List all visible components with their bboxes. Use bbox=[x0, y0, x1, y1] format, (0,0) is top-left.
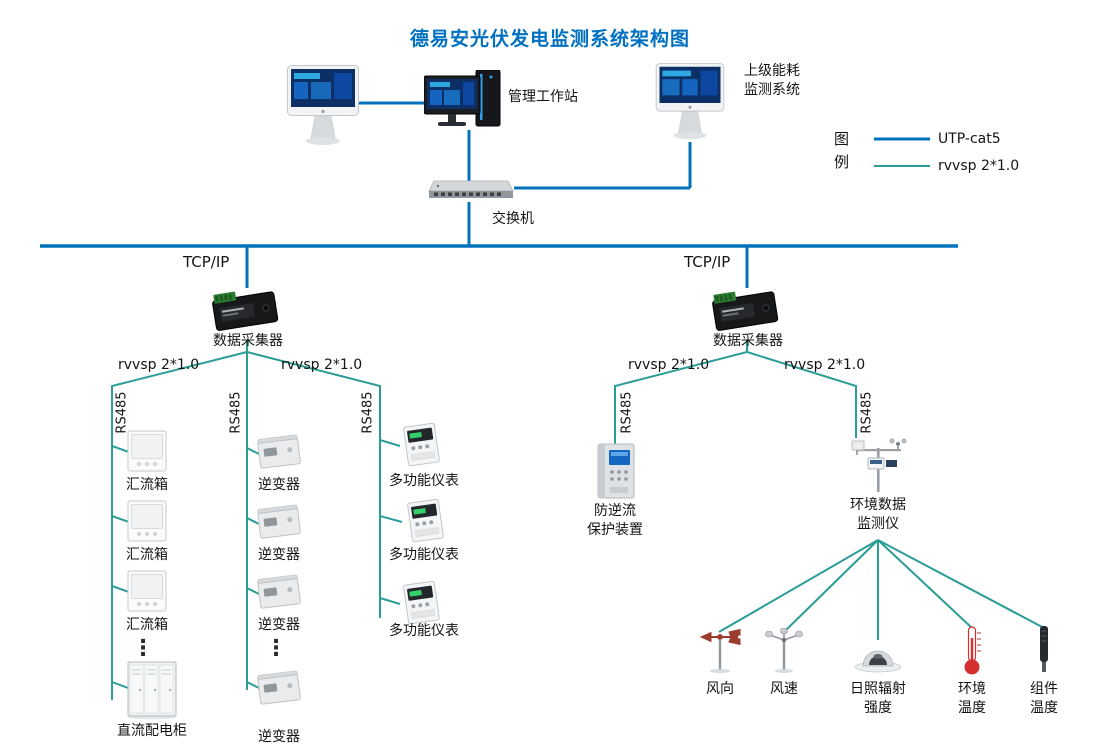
inverter-device-3 bbox=[256, 572, 302, 612]
workstation-label: 管理工作站 bbox=[508, 89, 578, 105]
combiner-box-label-2: 汇流箱 bbox=[126, 547, 168, 563]
solar-radiation-label: 日照辐射 强度 bbox=[850, 681, 906, 716]
anti-backflow-label: 防逆流 保护装置 bbox=[587, 503, 643, 538]
inverter-device-1 bbox=[256, 432, 302, 472]
diagram-title: 德易安光伏发电监测系统架构图 bbox=[409, 28, 690, 50]
upper-system-imac bbox=[654, 62, 726, 144]
switch-device bbox=[426, 178, 514, 202]
wind-speed-label: 风速 bbox=[770, 681, 798, 697]
module-temp-label: 组件 温度 bbox=[1030, 681, 1058, 716]
meter-label-1: 多功能仪表 bbox=[389, 473, 459, 489]
data-collector-left-label: 数据采集器 bbox=[213, 333, 283, 349]
rs485-label-3: RS485 bbox=[360, 391, 376, 434]
rvvsp-label-3: rvvsp 2*1.0 bbox=[628, 357, 710, 373]
combiner-box-label-3: 汇流箱 bbox=[126, 617, 168, 633]
ambient-temp-label: 环境 温度 bbox=[958, 681, 986, 716]
ambient-temp-sensor bbox=[958, 624, 986, 676]
tcpip-right-label: TCP/IP bbox=[684, 253, 731, 271]
data-collector-right bbox=[708, 280, 784, 334]
inverter-label-4: 逆变器 bbox=[258, 729, 300, 745]
module-temp-sensor bbox=[1032, 624, 1056, 676]
legend-label-utp: UTP-cat5 bbox=[938, 131, 1001, 147]
workstation-imac bbox=[286, 64, 360, 150]
meter-device-2 bbox=[402, 498, 450, 544]
rvvsp-label-2: rvvsp 2*1.0 bbox=[281, 357, 363, 373]
legend-label-rvvsp: rvvsp 2*1.0 bbox=[938, 158, 1020, 174]
rvvsp-lines bbox=[111, 165, 1045, 700]
meter-label-3: 多功能仪表 bbox=[389, 623, 459, 639]
inverter-device-4 bbox=[256, 668, 302, 708]
inverter-label-3: 逆变器 bbox=[258, 617, 300, 633]
meter-device-3 bbox=[398, 580, 446, 626]
dc-cabinet-label: 直流配电柜 bbox=[117, 723, 187, 739]
combiner-box-device-1 bbox=[127, 430, 167, 472]
rvvsp-label-4: rvvsp 2*1.0 bbox=[784, 357, 866, 373]
tcpip-left-label: TCP/IP bbox=[183, 253, 230, 271]
env-monitor-device bbox=[848, 436, 908, 494]
env-monitor-label: 环境数据 监测仪 bbox=[850, 497, 906, 532]
meter-device-1 bbox=[398, 422, 446, 468]
wind-speed-sensor bbox=[762, 628, 806, 674]
upper-system-label: 上级能耗 监测系统 bbox=[744, 63, 800, 98]
combiner-ellipsis: ⋮ bbox=[132, 636, 154, 661]
rvvsp-label-1: rvvsp 2*1.0 bbox=[118, 357, 200, 373]
wind-direction-label: 风向 bbox=[706, 681, 734, 697]
data-collector-right-label: 数据采集器 bbox=[713, 333, 783, 349]
anti-backflow-device bbox=[588, 442, 642, 500]
switch-label: 交换机 bbox=[492, 211, 534, 227]
workstation-pc bbox=[424, 70, 502, 132]
utp-lines bbox=[40, 101, 958, 288]
dc-cabinet-device bbox=[126, 660, 178, 720]
legend-title: 图例 bbox=[834, 130, 850, 171]
inverter-device-2 bbox=[256, 502, 302, 542]
data-collector-left bbox=[208, 280, 284, 334]
rs485-label-4: RS485 bbox=[619, 391, 635, 434]
solar-radiation-sensor bbox=[852, 638, 904, 674]
combiner-box-label-1: 汇流箱 bbox=[126, 477, 168, 493]
inverter-label-2: 逆变器 bbox=[258, 547, 300, 563]
inverter-label-1: 逆变器 bbox=[258, 477, 300, 493]
meter-label-2: 多功能仪表 bbox=[389, 547, 459, 563]
combiner-box-device-3 bbox=[127, 570, 167, 612]
inverter-ellipsis: ⋮ bbox=[265, 636, 287, 661]
combiner-box-device-2 bbox=[127, 500, 167, 542]
rs485-label-2: RS485 bbox=[228, 391, 244, 434]
rs485-label-5: RS485 bbox=[859, 391, 875, 434]
wind-direction-sensor bbox=[696, 628, 744, 674]
